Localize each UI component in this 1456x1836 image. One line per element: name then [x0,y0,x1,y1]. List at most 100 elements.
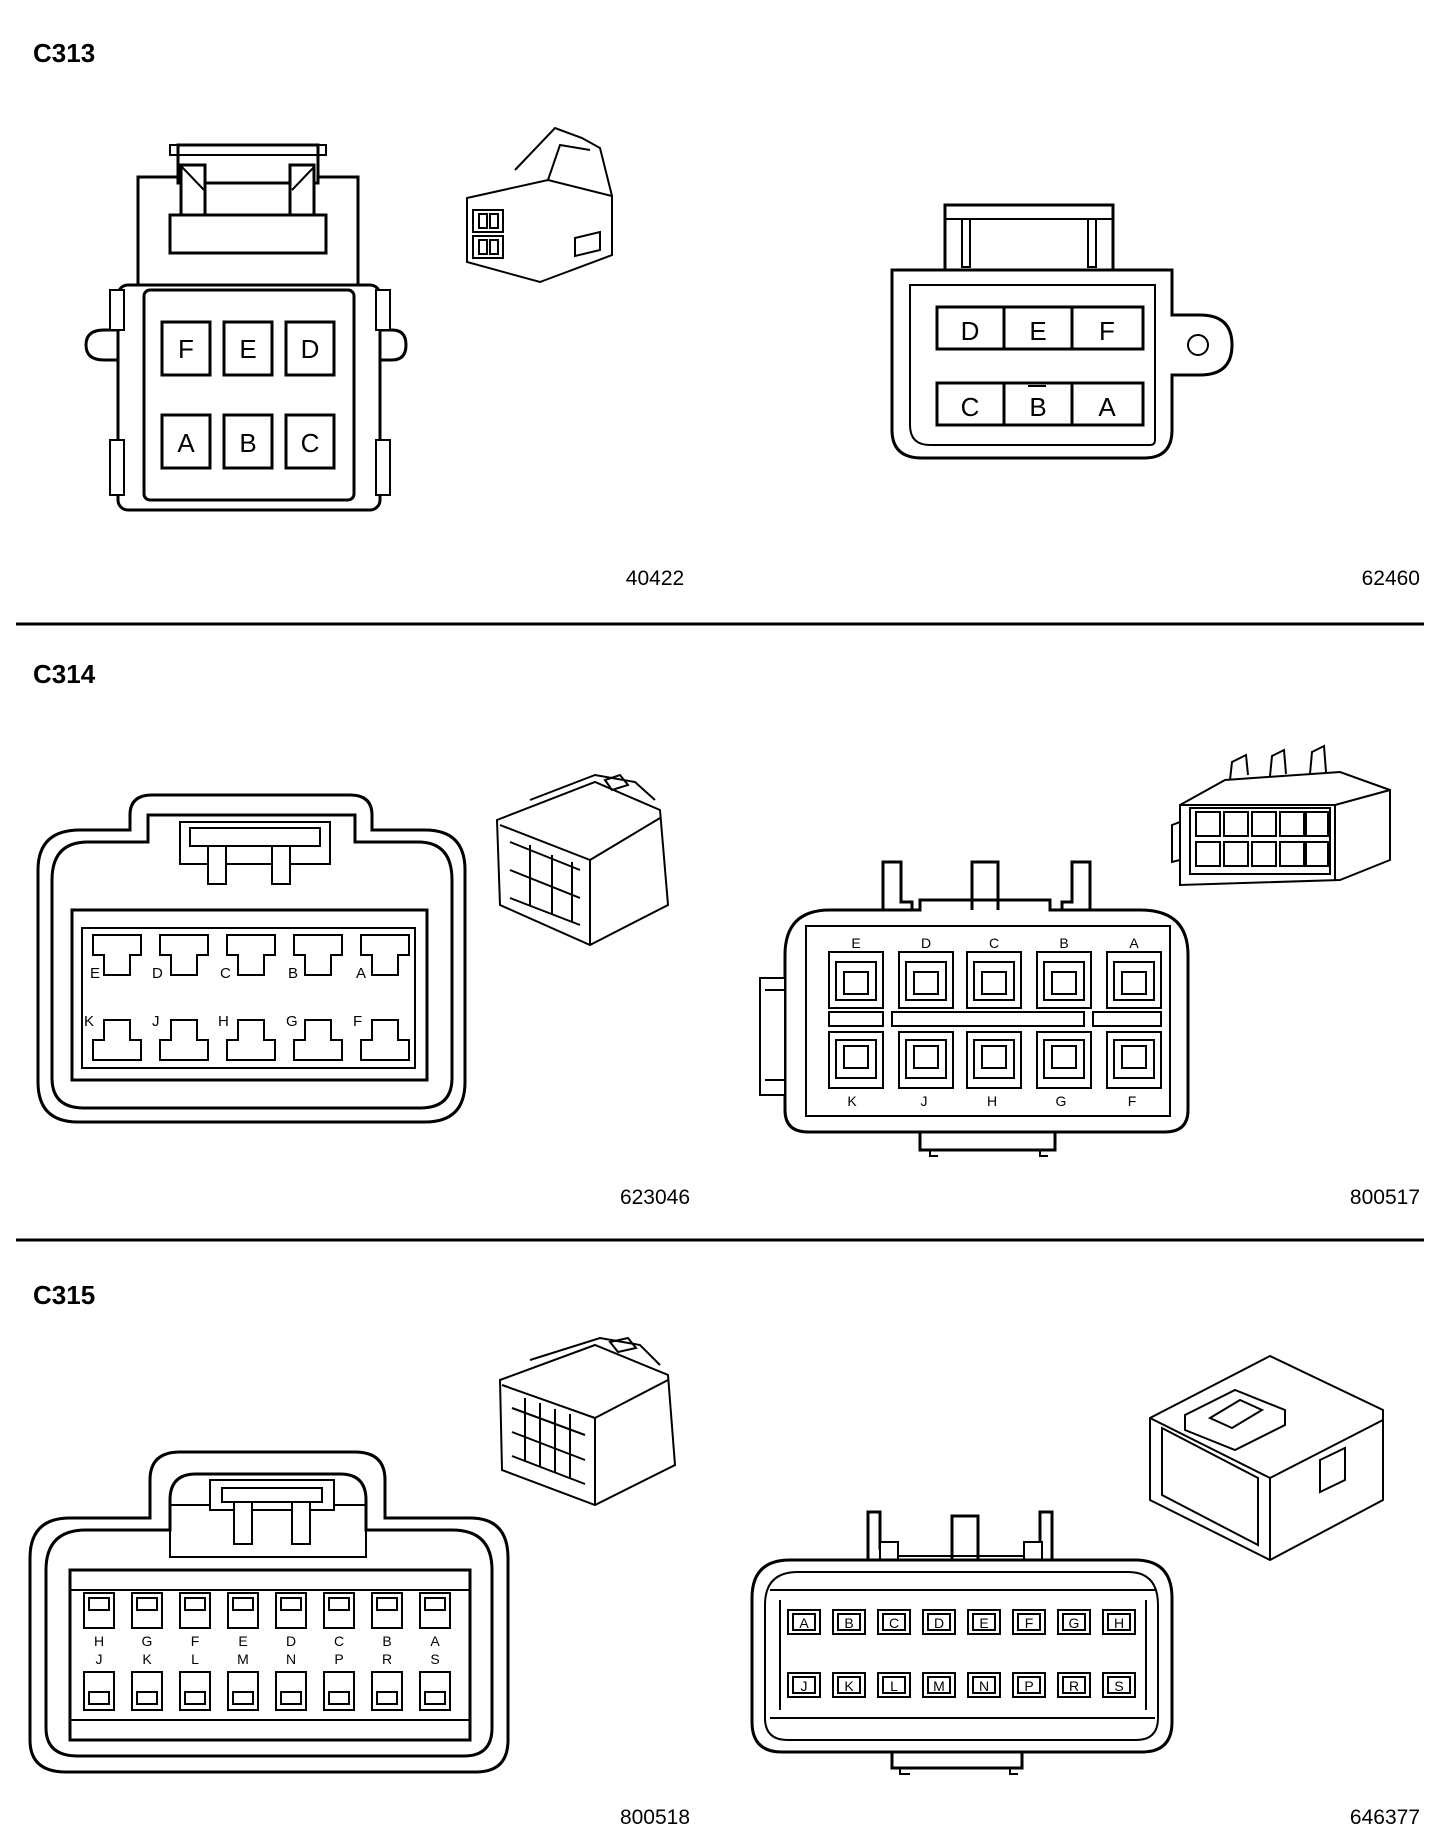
connector-code: 800517 [1350,1186,1420,1209]
pin-label: C [220,965,231,982]
connector-623046: E D C B A K J H G F [36,773,690,1209]
pin-cavity: A [160,413,212,470]
pin-label: C [961,392,980,422]
pin-cavity: B [832,1609,866,1635]
connector-code: 623046 [620,1186,690,1209]
pin-label: M [237,1651,249,1667]
connector-code: 62460 [1362,567,1420,590]
pin-cavity [131,1671,163,1711]
pin-label: H [1114,1615,1124,1631]
connector-code: 800518 [620,1806,690,1829]
pin-label: F [353,1013,362,1030]
pin-cavity [83,1671,115,1711]
section-c313: C313 F E [16,38,1424,626]
pin-label: E [238,1633,247,1649]
pin-cavity: A [787,1609,821,1635]
pin-label: G [286,1013,298,1030]
pin-label: H [987,1093,997,1109]
pin-cavity [1036,1031,1092,1089]
pin-cavity: D [922,1609,956,1635]
pin-label: S [430,1651,439,1667]
section-title: C314 [33,659,96,689]
pin-label: B [1029,392,1046,422]
pin-label: K [847,1093,857,1109]
pin-cavity: K [84,1013,142,1061]
pin-cavity [275,1592,307,1629]
pin-cavity [275,1671,307,1711]
pin-cavity [371,1592,403,1629]
pin-cavity [898,1031,954,1089]
pin-cavity: K [832,1672,866,1698]
connector-16pin-3d-icon [1149,1354,1384,1562]
pin-cavity [323,1592,355,1629]
connector-body [759,860,1190,1157]
pin-label: E [1029,316,1046,346]
pin-cavity [227,1592,259,1629]
pin-cavity: C [220,934,276,982]
pin-cavity [898,951,954,1009]
pin-label: R [1069,1678,1079,1694]
pin-cavity [966,951,1022,1009]
pin-label: B [844,1615,853,1631]
pin-cavity: A [356,934,410,982]
pin-label: A [799,1615,809,1631]
connector-code: 40422 [626,567,684,590]
pin-row-bottom: J K L M N P R S [83,1651,451,1711]
pin-label: B [1059,935,1068,951]
pin-row-top: E D C B A [828,935,1162,1009]
pin-cavity: S [1102,1672,1136,1698]
connector-62460: D E F C B A 62460 [890,203,1420,590]
pin-label: S [1114,1678,1123,1694]
pin-label: A [430,1633,440,1649]
pin-label: M [933,1678,945,1694]
pin-label: G [142,1633,153,1649]
pin-label: A [1129,935,1139,951]
pin-label: D [286,1633,296,1649]
pin-label: K [84,1013,94,1030]
pin-row-top: E D C B A [90,934,410,982]
pin-cavity: H [218,1013,276,1061]
pin-row-top: D E F [935,305,1145,351]
pin-cavity: N [967,1672,1001,1698]
pin-cavity: H [1102,1609,1136,1635]
pin-cavity [419,1592,451,1629]
pin-label: F [178,334,194,364]
pin-label: J [152,1013,160,1030]
pin-cavity: G [1057,1609,1091,1635]
pin-row-bottom: C B A [935,381,1145,427]
pin-cavity [828,951,884,1009]
connector-10pin-3d-icon [495,773,670,947]
pin-label: K [142,1651,152,1667]
pin-label: H [94,1633,104,1649]
pin-cavity [966,1031,1022,1089]
pin-label: E [239,334,256,364]
pin-label: N [979,1678,989,1694]
pin-label: C [301,428,320,458]
connector-10pin-3d-icon [1171,744,1391,887]
pin-label: A [177,428,195,458]
pin-label: P [1024,1678,1033,1694]
pin-label: C [989,935,999,951]
pin-label: L [191,1651,199,1667]
pin-row-top: A B C D E F G H [787,1609,1136,1635]
connector-code: 646377 [1350,1806,1420,1829]
connector-646377: A B C D E F G H J K L M N P R S [750,1354,1420,1829]
pin-label: C [889,1615,899,1631]
pin-cavity [1036,951,1092,1009]
pin-label: R [382,1651,392,1667]
pin-cavity: C [284,413,336,470]
pin-label: J [801,1678,808,1694]
pin-label: J [921,1093,928,1109]
section-title: C315 [33,1280,95,1310]
pin-row-top: H G F E D C B A [83,1592,451,1649]
pin-cavity: J [787,1672,821,1698]
pin-cavity: D [284,320,336,377]
pin-cavity [131,1592,163,1629]
pin-cavity: E [967,1609,1001,1635]
pin-label: K [844,1678,854,1694]
pin-label: D [921,935,931,951]
pin-label: D [934,1615,944,1631]
pin-label: F [1128,1093,1137,1109]
pin-label: G [1069,1615,1080,1631]
